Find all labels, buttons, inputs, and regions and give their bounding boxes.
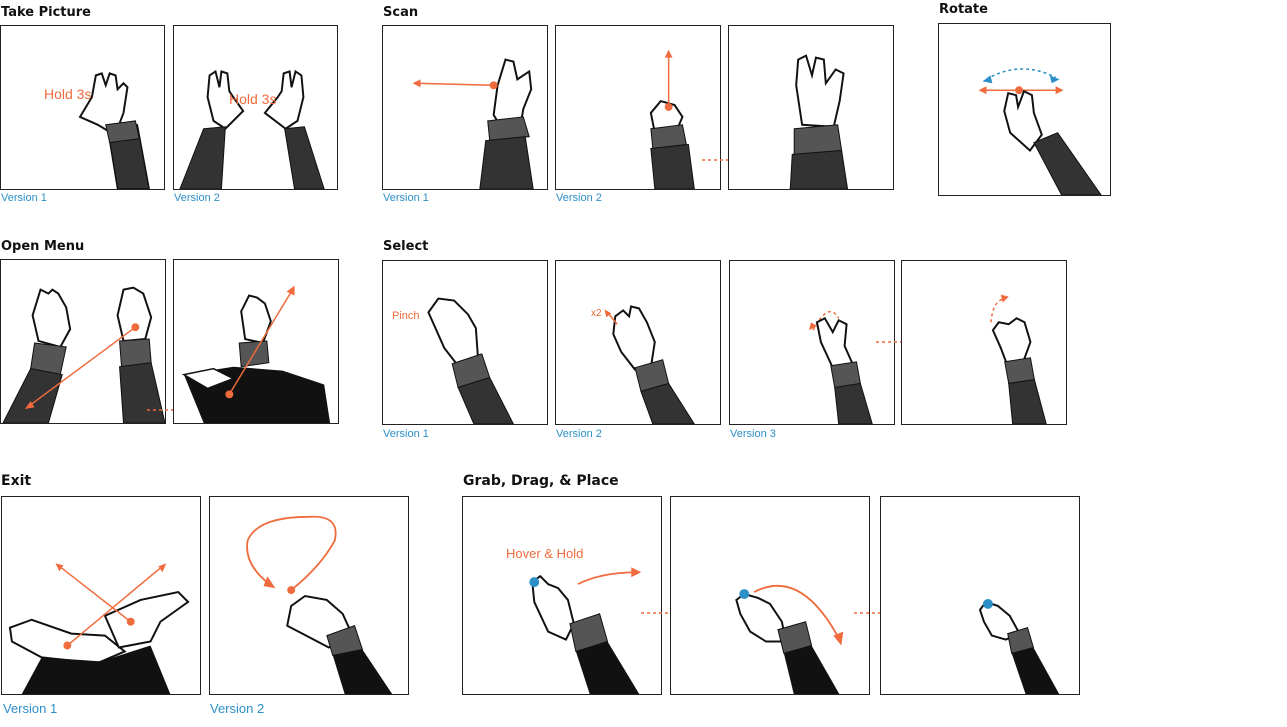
arrow-icon [414,82,494,87]
hand-gesture-icon [427,297,514,424]
x2-note: x2 [591,308,602,319]
hand-gesture-icon [604,305,695,424]
hand-gesture-icon [529,567,642,694]
hand-gesture-icon [179,69,325,189]
select-v3-panel [729,260,895,425]
hold-note-1: Hold 3s [44,86,92,102]
take-picture-v2-panel: Hold 3s [173,25,338,190]
select-version-3: Version 3 [730,428,776,440]
open-menu-v2-panel [173,259,339,424]
exit-version-2: Version 2 [210,701,265,716]
take-picture-title: Take Picture [1,5,91,20]
select-v1-panel: Pinch [382,260,548,425]
scan-version-2: Version 2 [556,192,602,204]
cross-arrows-icon [8,563,190,694]
hand-gesture-icon [2,286,165,423]
scan-v1-panel [382,25,548,190]
open-menu-title: Open Menu [1,239,85,254]
take-picture-version-2: Version 2 [174,192,220,204]
select-version-2: Version 2 [556,428,602,440]
grab-v2-panel [670,496,870,695]
hand-gesture-icon [789,54,849,189]
hand-gesture-icon [181,285,331,423]
exit-version-1: Version 1 [3,701,58,716]
select-version-1: Version 1 [383,428,429,440]
hand-gesture-icon [735,584,844,694]
select-v3b-panel [901,260,1067,425]
take-picture-v1-panel: Hold 3s [0,25,165,190]
rotate-panel [938,23,1111,196]
open-menu-v1-panel [0,259,166,424]
take-picture-version-1: Version 1 [1,192,47,204]
exit-title: Exit [1,473,32,489]
hand-gesture-icon [990,294,1047,424]
hold-note-2: Hold 3s [229,91,277,107]
loop-arrow-icon [246,515,393,694]
grab-v3-panel [880,496,1080,695]
grab-v1-panel: Hover & Hold [462,496,662,695]
hand-gesture-icon [978,598,1060,694]
select-v2-panel: x2 [555,260,721,425]
hand-gesture-icon [809,310,873,424]
pinch-note: Pinch [392,310,420,322]
scan-v3-panel [728,25,894,190]
exit-v2-panel [209,496,409,695]
scan-v2-panel [555,25,721,190]
exit-v1-panel [1,496,201,695]
scan-version-1: Version 1 [383,192,429,204]
hand-gesture-icon [978,68,1102,195]
select-title: Select [383,239,429,254]
hover-hold-note: Hover & Hold [506,546,584,561]
grab-title: Grab, Drag, & Place [463,473,619,489]
hand-gesture-icon [412,58,534,189]
hand-gesture-icon [78,72,150,189]
hand-gesture-icon [649,49,695,189]
rotate-title: Rotate [939,2,988,17]
scan-title: Scan [383,5,419,20]
